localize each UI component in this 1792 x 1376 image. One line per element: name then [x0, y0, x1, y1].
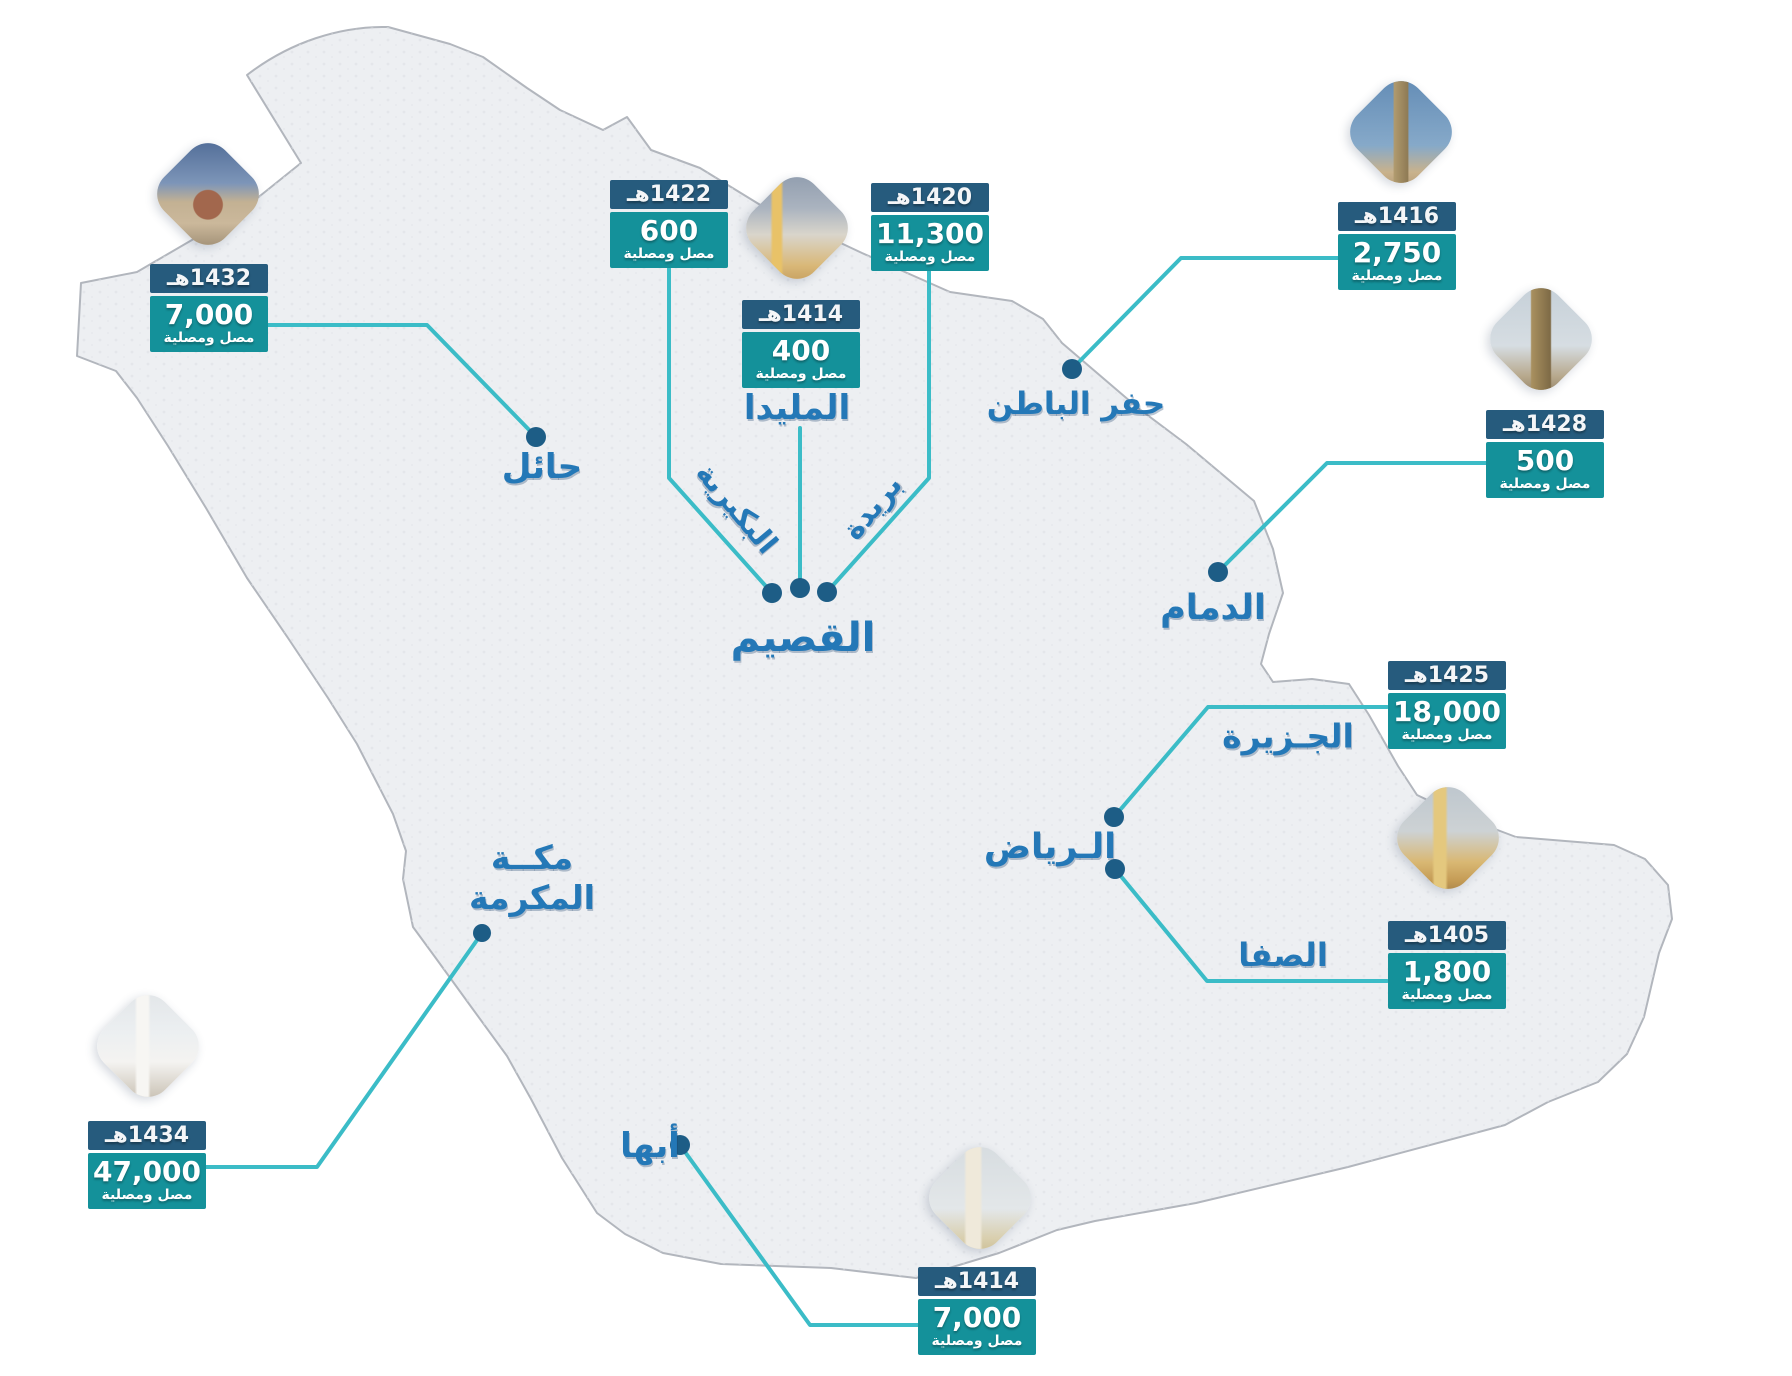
stat-card-abha: 1414هـ 7,000 مصل ومصلية: [918, 1267, 1036, 1355]
card-unit: مصل ومصلية: [931, 1333, 1023, 1349]
stat-card-safa: 1405هـ 1,800 مصل ومصلية: [1388, 921, 1506, 1009]
card-unit: مصل ومصلية: [1401, 727, 1493, 743]
city-label-mulayda: المليدا: [743, 388, 851, 428]
connector-jazirah: [1112, 705, 1389, 819]
dot-hail: [526, 427, 546, 447]
connector-buraydah: [825, 265, 931, 594]
city-label-dammam: الدمام: [1160, 588, 1266, 628]
stat-card-hail: 1432هـ 7,000 مصل ومصلية: [150, 264, 268, 352]
card-value: 11,300: [875, 217, 985, 250]
city-label-abha: أبها: [620, 1126, 680, 1166]
city-dots: [473, 359, 1228, 1155]
city-label-riyadh: الـرياض: [983, 827, 1117, 867]
stat-card-hafar: 1416هـ 2,750 مصل ومصلية: [1338, 202, 1456, 290]
dot-makkah: [473, 924, 491, 942]
card-year: 1434هـ: [88, 1121, 206, 1150]
dot-qassim-mid: [790, 578, 810, 598]
card-unit: مصل ومصلية: [163, 330, 255, 346]
card-year: 1420هـ: [871, 183, 989, 212]
card-year: 1422هـ: [610, 180, 728, 209]
city-label-hafar-albatin: حفر الباطن: [986, 386, 1166, 422]
card-value: 1,800: [1402, 955, 1492, 988]
card-value: 600: [639, 214, 699, 247]
dot-dammam: [1208, 562, 1228, 582]
city-label-jazirah: الجـزيرة: [1222, 716, 1354, 756]
card-unit: مصل ومصلية: [1499, 476, 1591, 492]
card-year: 1432هـ: [150, 264, 268, 293]
connector-hafar: [1070, 256, 1340, 371]
stat-card-mulayda: 1414هـ 400 مصل ومصلية: [742, 300, 860, 388]
saudi-arabia-dot-texture: [77, 26, 1672, 1278]
card-value: 18,000: [1392, 695, 1502, 728]
card-unit: مصل ومصلية: [623, 246, 715, 262]
connector-hail: [265, 323, 538, 439]
connector-lines: [203, 256, 1488, 1327]
card-unit: مصل ومصلية: [1351, 268, 1443, 284]
card-unit: مصل ومصلية: [755, 366, 847, 382]
dot-qassim-right: [817, 582, 837, 602]
connector-abha: [678, 1143, 920, 1327]
dot-riyadh-south: [1105, 859, 1125, 879]
stat-card-buraydah: 1420هـ 11,300 مصل ومصلية: [871, 183, 989, 271]
card-value: 7,000: [932, 1301, 1022, 1334]
stat-card-dammam: 1428هـ 500 مصل ومصلية: [1486, 410, 1604, 498]
connector-safa: [1113, 867, 1389, 983]
card-unit: مصل ومصلية: [101, 1187, 193, 1203]
card-year: 1425هـ: [1388, 661, 1506, 690]
dot-riyadh-north: [1104, 807, 1124, 827]
card-unit: مصل ومصلية: [884, 249, 976, 265]
card-year: 1428هـ: [1486, 410, 1604, 439]
dot-hafar-albatin: [1062, 359, 1082, 379]
saudi-arabia-silhouette: [76, 25, 1673, 1279]
connector-bukayriyah: [667, 261, 774, 595]
connector-makkah: [203, 931, 484, 1169]
city-label-safa: الصفا: [1238, 936, 1328, 974]
dot-abha: [670, 1135, 690, 1155]
connector-dammam: [1216, 461, 1488, 574]
card-year: 1416هـ: [1338, 202, 1456, 231]
city-label-makkah-line1: مكــة: [490, 838, 574, 877]
city-label-makkah-line2: المكرمة: [469, 878, 595, 917]
card-unit: مصل ومصلية: [1401, 987, 1493, 1003]
dot-qassim-left: [762, 583, 782, 603]
card-year: 1414هـ: [742, 300, 860, 329]
card-value: 400: [771, 334, 831, 367]
stat-card-bukayriyah: 1422هـ 600 مصل ومصلية: [610, 180, 728, 268]
card-year: 1414هـ: [918, 1267, 1036, 1296]
city-label-makkah: مكــة المكرمة: [469, 838, 595, 918]
card-value: 500: [1515, 444, 1575, 477]
card-value: 47,000: [92, 1155, 202, 1188]
stat-card-makkah: 1434هـ 47,000 مصل ومصلية: [88, 1121, 206, 1209]
city-label-hail: حائل: [501, 447, 583, 487]
card-year: 1405هـ: [1388, 921, 1506, 950]
card-value: 7,000: [164, 298, 254, 331]
city-label-qassim: القصيم: [730, 615, 876, 661]
stat-card-jazirah: 1425هـ 18,000 مصل ومصلية: [1388, 661, 1506, 749]
card-value: 2,750: [1352, 236, 1442, 269]
